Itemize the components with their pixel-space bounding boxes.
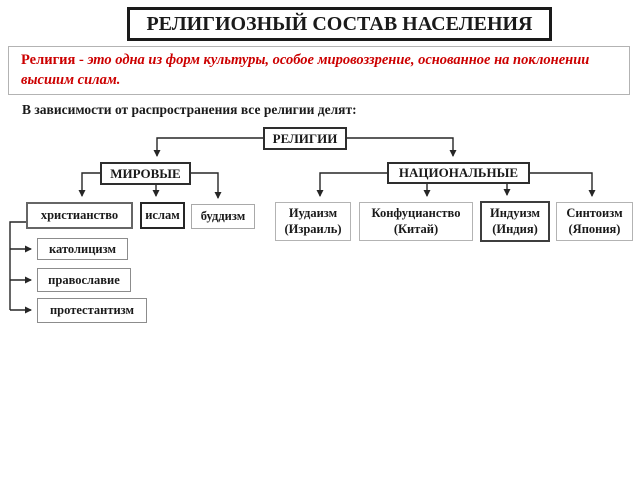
node-buddhism: буддизм — [191, 204, 255, 229]
node-confucianism-name: Конфуцианство — [371, 205, 461, 220]
node-religions-root: РЕЛИГИИ — [263, 127, 347, 150]
definition-body: это одна из форм культуры, особое мирово… — [21, 52, 590, 88]
page-title: РЕЛИГИОЗНЫЙ СОСТАВ НАСЕЛЕНИЯ — [127, 7, 552, 41]
definition-term: Религия - — [21, 52, 88, 68]
node-christianity: христианство — [26, 202, 133, 229]
node-orthodoxy: православие — [37, 268, 131, 292]
node-hinduism-name: Индуизм — [489, 205, 541, 220]
node-world-religions: МИРОВЫЕ — [100, 162, 191, 185]
node-national-religions: НАЦИОНАЛЬНЫЕ — [387, 162, 530, 184]
node-hinduism: Индуизм (Индия) — [480, 201, 550, 242]
node-judaism: Иудаизм (Израиль) — [275, 202, 351, 241]
node-confucianism: Конфуцианство (Китай) — [359, 202, 473, 241]
node-judaism-name: Иудаизм — [288, 205, 338, 220]
node-shintoism: Синтоизм (Япония) — [556, 202, 633, 241]
node-protestantism: протестантизм — [37, 298, 147, 323]
node-shintoism-name: Синтоизм — [566, 205, 623, 220]
node-hinduism-country: (Индия) — [492, 221, 538, 236]
node-shintoism-country: (Япония) — [568, 221, 621, 236]
intro-text: В зависимости от распространения все рел… — [22, 102, 357, 117]
node-confucianism-country: (Китай) — [393, 221, 439, 236]
node-catholicism: католицизм — [37, 238, 128, 260]
node-islam: ислам — [140, 202, 185, 229]
node-judaism-country: (Израиль) — [284, 221, 342, 236]
definition-box: Религия - это одна из форм культуры, осо… — [8, 46, 630, 95]
